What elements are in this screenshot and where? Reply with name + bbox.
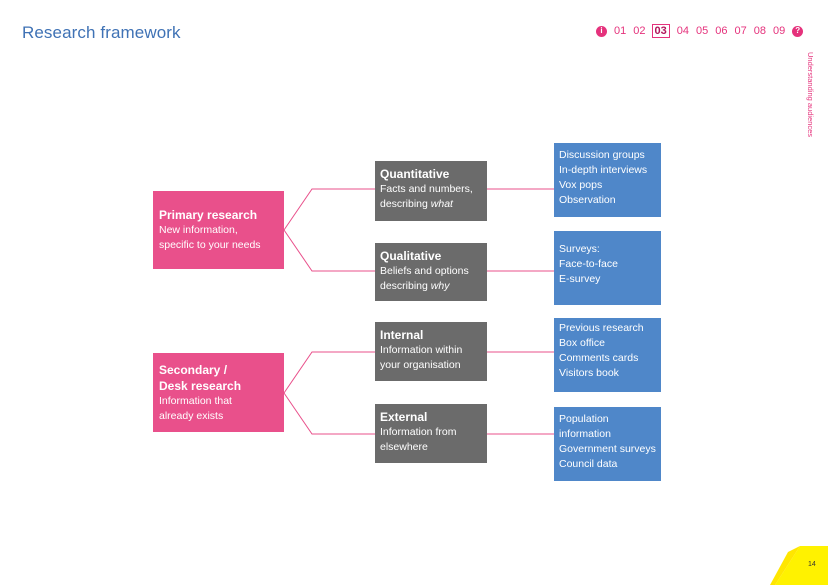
qualitative-box: Qualitative Beliefs and options describi…: [375, 243, 487, 301]
external-line1: Information from: [380, 426, 457, 438]
list-item: E-survey: [559, 273, 601, 285]
primary-research-line1: New information,: [159, 224, 238, 236]
page-link-07[interactable]: 07: [734, 25, 747, 37]
external-line2: elsewhere: [380, 441, 428, 453]
list-item: In-depth interviews: [559, 164, 648, 176]
list-item: Comments cards: [559, 352, 639, 364]
list-item: Government surveys: [559, 443, 656, 455]
page-link-09[interactable]: 09: [773, 25, 786, 37]
list-item: Observation: [559, 194, 616, 206]
qualitative-line2-text: describing: [380, 280, 431, 292]
connector-secondary-internal: [283, 351, 375, 394]
internal-heading: Internal: [380, 328, 424, 342]
secondary-research-box: Secondary / Desk research Information th…: [153, 353, 284, 432]
primary-research-box: Primary research New information, specif…: [153, 191, 284, 269]
connector-primary-qualitative: [283, 229, 375, 272]
section-side-tab[interactable]: Understanding audiences: [806, 52, 815, 138]
qualitative-line2: describing why: [380, 279, 482, 294]
page-link-05[interactable]: 05: [696, 25, 709, 37]
page-navigation: i 01 02 03 04 05 06 07 08 09 ?: [596, 23, 804, 39]
page-link-01[interactable]: 01: [614, 25, 627, 37]
quantitative-methods-box: Discussion groups In-depth interviews Vo…: [554, 143, 661, 217]
list-item: Surveys:: [559, 243, 600, 255]
help-icon[interactable]: ?: [792, 25, 804, 37]
secondary-research-heading-1: Secondary /: [159, 363, 228, 377]
internal-line1: Information within: [380, 344, 463, 356]
list-item: Council data: [559, 458, 618, 470]
connector-primary-quantitative: [283, 188, 375, 231]
internal-box: Internal Information within your organis…: [375, 322, 487, 381]
list-item: Face-to-face: [559, 258, 618, 270]
list-item: Box office: [559, 337, 605, 349]
qualitative-line2-emphasis: why: [430, 280, 450, 292]
quantitative-box: Quantitative Facts and numbers, describi…: [375, 161, 487, 221]
qualitative-methods-box: Surveys: Face-to-face E-survey: [554, 231, 661, 305]
info-icon[interactable]: i: [596, 25, 607, 37]
quantitative-heading: Quantitative: [380, 167, 450, 181]
quantitative-line1: Facts and numbers,: [380, 183, 473, 195]
internal-sources-box: Previous research Box office Comments ca…: [554, 318, 661, 392]
quantitative-line2-emphasis: what: [430, 198, 453, 210]
secondary-research-heading-2: Desk research: [159, 379, 242, 393]
list-item: information: [559, 428, 611, 440]
list-item: Population: [559, 413, 609, 425]
list-item: Previous research: [559, 322, 644, 334]
page-link-08[interactable]: 08: [753, 25, 766, 37]
connector-secondary-external: [283, 392, 375, 435]
page-title: Research framework: [22, 23, 181, 42]
primary-research-line2: specific to your needs: [159, 239, 261, 251]
list-item: Discussion groups: [559, 149, 645, 161]
internal-line2: your organisation: [380, 359, 461, 371]
quantitative-line2-text: describing: [380, 198, 431, 210]
qualitative-heading: Qualitative: [380, 249, 442, 263]
external-box: External Information from elsewhere: [375, 404, 487, 463]
page-link-03-active[interactable]: 03: [651, 24, 670, 38]
page-number: 14: [808, 561, 816, 568]
primary-research-heading: Primary research: [159, 208, 258, 222]
external-sources-box: Population information Government survey…: [554, 407, 661, 481]
page-link-04[interactable]: 04: [676, 25, 689, 37]
qualitative-line1: Beliefs and options: [380, 265, 469, 277]
secondary-research-line1: Information that: [159, 395, 232, 407]
list-item: Vox pops: [559, 179, 603, 191]
page-link-02[interactable]: 02: [633, 25, 646, 37]
secondary-research-line2: already exists: [159, 410, 224, 422]
quantitative-line2: describing what: [380, 197, 482, 212]
external-heading: External: [380, 410, 428, 424]
page-link-06[interactable]: 06: [715, 25, 728, 37]
list-item: Visitors book: [559, 367, 619, 379]
